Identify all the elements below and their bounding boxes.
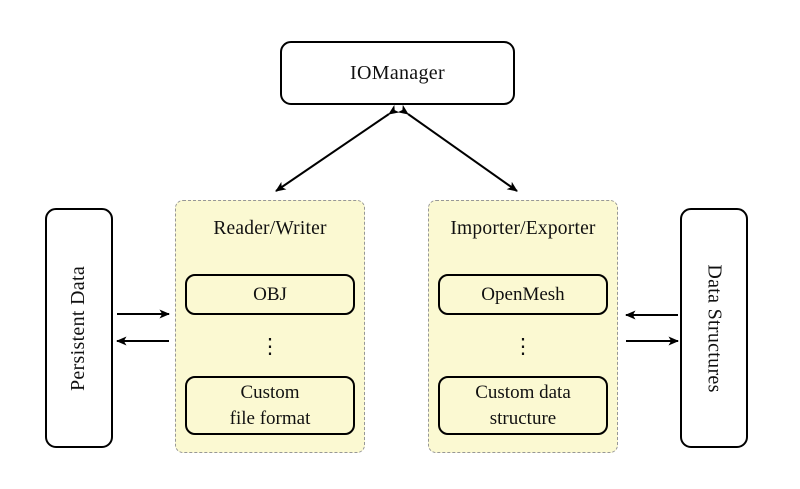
arrow-iomanager-importerexporter: [397, 104, 518, 192]
custom-file-format-label: Custom file format: [229, 381, 311, 429]
importer-exporter-title: Importer/Exporter: [450, 218, 596, 239]
data-structures-node: Data Structures: [680, 208, 748, 448]
custom-file-format-node: Custom file format: [185, 376, 355, 435]
importer-exporter-panel: Importer/Exporter OpenMesh ⋮ Custom data…: [428, 200, 618, 453]
iomanager-node: IOManager: [280, 41, 515, 105]
reader-writer-title: Reader/Writer: [213, 218, 327, 239]
obj-node: OBJ: [185, 274, 355, 315]
data-structures-label: Data Structures: [703, 263, 726, 393]
custom-data-structure-label: Custom data structure: [475, 381, 571, 429]
persistent-data-label: Persistent Data: [67, 265, 90, 391]
openmesh-node: OpenMesh: [438, 274, 608, 315]
arrow-iomanager-readerwriter: [275, 104, 400, 192]
obj-label: OBJ: [253, 283, 287, 305]
persistent-data-node: Persistent Data: [45, 208, 113, 448]
iomanager-label: IOManager: [350, 61, 445, 84]
vertical-ellipsis: ⋮: [512, 334, 534, 358]
openmesh-label: OpenMesh: [481, 283, 565, 305]
vertical-ellipsis: ⋮: [259, 334, 281, 358]
reader-writer-panel: Reader/Writer OBJ ⋮ Custom file format: [175, 200, 365, 453]
custom-data-structure-node: Custom data structure: [438, 376, 608, 435]
